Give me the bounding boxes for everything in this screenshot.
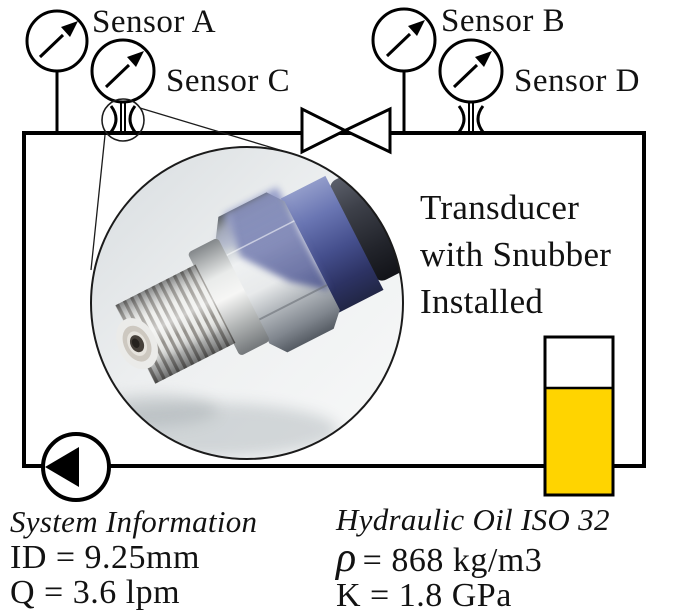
sensor-a-label: Sensor A — [92, 4, 217, 40]
gauge-a-needle-head — [61, 21, 78, 37]
callout-caption-line3: Installed — [420, 282, 544, 321]
snubber-d-icon — [457, 105, 466, 133]
system-info-flow: Q = 3.6 lpm — [10, 574, 181, 611]
sensor-c-label: Sensor C — [166, 63, 291, 99]
oil-density-value: = 868 kg/m3 — [362, 542, 543, 579]
gauge-sensor-b-icon — [371, 7, 437, 133]
gauge-b-needle-head — [408, 20, 425, 36]
sensor-b-label: Sensor B — [441, 3, 566, 39]
callout-source-circle — [101, 98, 145, 142]
pump-flow-triangle — [45, 447, 79, 487]
system-info-id: ID = 9.25mm — [10, 539, 200, 576]
oil-reservoir — [543, 335, 615, 497]
oil-info-title: Hydraulic Oil ISO 32 — [336, 502, 610, 537]
snubber-c-icon — [128, 105, 137, 133]
gauge-sensor-a-icon — [25, 9, 89, 133]
gauge-c-needle — [104, 63, 131, 89]
oil-fill — [546, 388, 612, 494]
rho-symbol: ρ — [336, 535, 357, 581]
pump-icon — [41, 432, 111, 502]
oil-density-line: ρ= 868 kg/m3 — [336, 537, 543, 579]
callout-line-left — [90, 134, 106, 271]
gauge-c-needle-head — [127, 51, 144, 67]
gauge-sensor-c-icon — [90, 38, 156, 133]
gauge-d-needle-head — [475, 51, 492, 67]
system-info-title: System Information — [10, 504, 258, 539]
sensor-d-label: Sensor D — [514, 63, 640, 99]
oil-bulk-modulus-line: K = 1.8 GPa — [336, 577, 512, 614]
valve-icon — [300, 106, 392, 155]
gauge-sensor-d-icon — [438, 38, 504, 133]
callout-line-right — [139, 107, 284, 152]
gauge-b-needle — [385, 32, 412, 58]
callout-caption-line1: Transducer — [420, 188, 580, 227]
transducer-photo — [91, 147, 403, 459]
photo-circle-outline — [90, 146, 404, 460]
gauge-d-needle — [452, 63, 479, 89]
snubber-c-icon — [109, 105, 118, 133]
reservoir-outline — [543, 335, 615, 497]
callout-caption-line2: with Snubber — [420, 235, 612, 274]
callout-caption: Transducer with Snubber Installed — [420, 184, 611, 325]
gauge-a-needle — [38, 33, 65, 59]
snubber-d-icon — [476, 105, 485, 133]
